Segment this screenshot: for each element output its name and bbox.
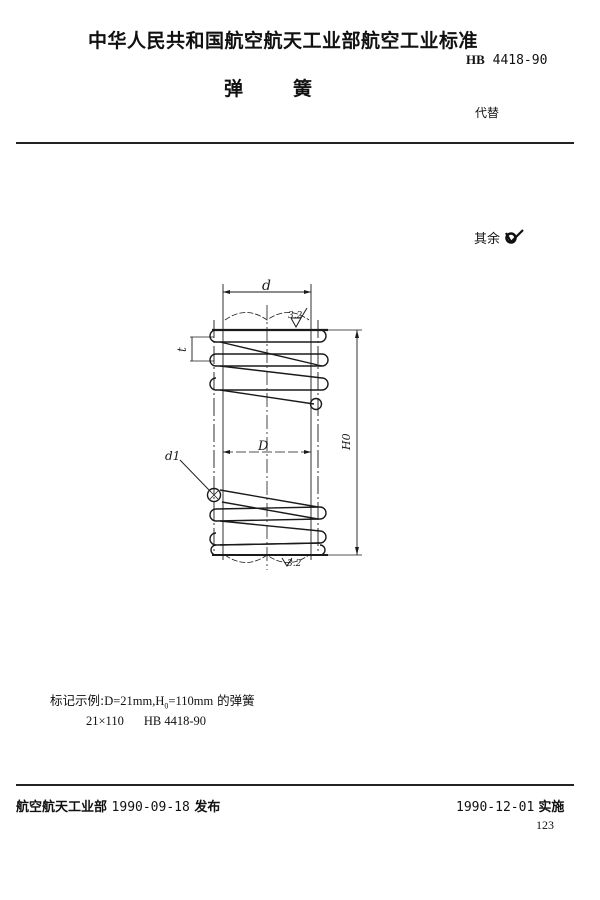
- effective-date: 1990-12-01: [456, 800, 535, 815]
- document-title: 弹簧: [224, 74, 312, 101]
- issue-label: 发布: [194, 800, 221, 815]
- marking-example: 标记示例:D=21mm,H0=110mm 的弹簧: [50, 690, 255, 711]
- marking-example-suffix: 的弹簧: [213, 693, 255, 708]
- organization-title: 中华人民共和国航空航天工业部航空工业标准: [88, 30, 479, 52]
- standard-code-number: 4418-90: [492, 53, 548, 68]
- header-divider: [16, 142, 574, 144]
- designation-size: 21×110: [86, 714, 124, 728]
- marking-example-spec-tail: =110mm: [168, 694, 214, 708]
- page-number: 123: [536, 818, 554, 832]
- effective-label: 实施: [538, 800, 565, 815]
- designation-code: HB 4418-90: [143, 714, 206, 728]
- marking-example-spec: D=21mm,H: [104, 694, 165, 708]
- roughness-note-label: 其余: [474, 232, 501, 247]
- issuer: 航空航天工业部: [16, 800, 108, 815]
- marking-example-label: 标记示例:: [50, 693, 105, 708]
- label-wire-diameter: d1: [165, 449, 180, 463]
- spring-drawing: d 3.2 t D d1 H0 3.2: [165, 278, 362, 570]
- label-roughness-bottom: 3.2: [287, 559, 302, 569]
- standard-code: HB 4418-90: [466, 52, 547, 68]
- document-title-char-2: 簧: [293, 78, 313, 100]
- marking-example-spec-sub: 0: [164, 701, 169, 711]
- issue-date: 1990-09-18: [111, 800, 190, 815]
- standard-code-prefix: HB: [466, 52, 485, 67]
- label-pitch: t: [175, 347, 189, 352]
- footer-divider: [16, 784, 574, 786]
- effective-info: 1990-12-01 实施: [456, 796, 564, 815]
- replaces-label: 代替: [475, 106, 500, 120]
- roughness-symbol-icon: [505, 229, 524, 244]
- roughness-note: 其余: [474, 228, 526, 247]
- marking-designation: 21×110 HB 4418-90: [86, 714, 206, 729]
- label-roughness-top: 3.2: [288, 311, 303, 321]
- issue-info: 航空航天工业部 1990-09-18 发布: [16, 796, 220, 815]
- label-mean-diameter: D: [257, 439, 269, 454]
- label-outer-diameter: d: [262, 278, 271, 294]
- label-free-height: H0: [340, 433, 353, 451]
- document-title-char-1: 弹: [224, 78, 244, 100]
